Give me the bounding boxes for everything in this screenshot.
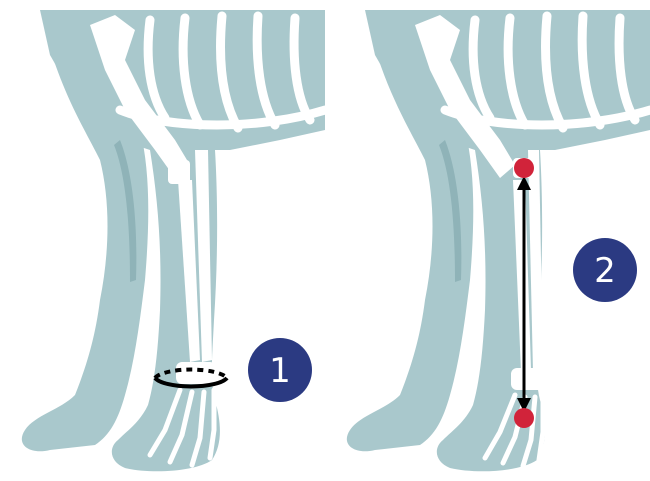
step-number-1: 1 <box>269 351 291 391</box>
step-number-2: 2 <box>594 251 616 291</box>
panel-circumference: 1 <box>0 0 325 481</box>
step-badge-1: 1 <box>248 338 312 402</box>
panel-length: 2 <box>325 0 650 481</box>
elbow-marker <box>514 158 534 178</box>
leg-illustration-1: 1 <box>0 0 325 481</box>
step-badge-2: 2 <box>573 238 637 302</box>
leg-illustration-2: 2 <box>325 0 650 481</box>
paw-marker <box>514 408 534 428</box>
